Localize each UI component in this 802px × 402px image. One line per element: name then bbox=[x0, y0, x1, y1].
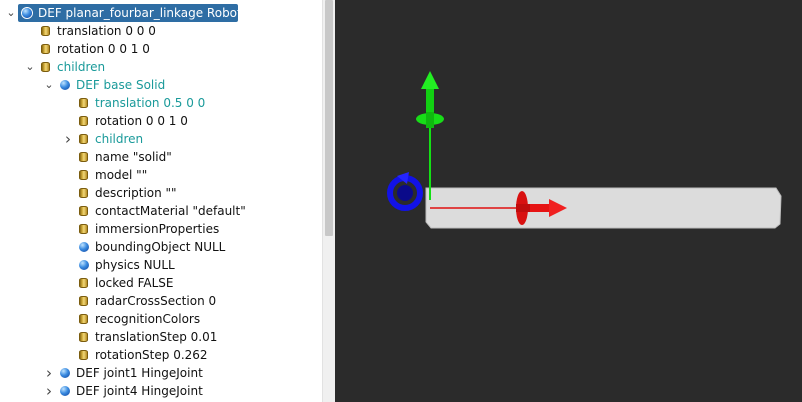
tree-row-label: rotation 0 0 1 0 bbox=[95, 114, 188, 128]
z-rotation-handle[interactable] bbox=[387, 172, 423, 211]
tree-row-label: physics NULL bbox=[95, 258, 175, 272]
tree-row[interactable]: recognitionColors bbox=[0, 310, 320, 328]
field-icon bbox=[79, 134, 88, 144]
tree-row[interactable]: rotation 0 0 1 0 bbox=[0, 40, 320, 58]
field-icon bbox=[79, 278, 88, 288]
tree-row[interactable]: physics NULL bbox=[0, 256, 320, 274]
tree-row-label: children bbox=[57, 60, 106, 74]
tree-row[interactable]: immersionProperties bbox=[0, 220, 320, 238]
scene-tree-scrollbar[interactable] bbox=[322, 0, 335, 402]
chevron-down-icon[interactable]: ⌄ bbox=[6, 6, 16, 19]
field-icon bbox=[79, 314, 88, 324]
tree-row[interactable]: rotation 0 0 1 0 bbox=[0, 112, 320, 130]
tree-row[interactable]: › DEF joint1 HingeJoint bbox=[0, 364, 320, 382]
tree-row-label: rotationStep 0.262 bbox=[95, 348, 208, 362]
tree-row-label: rotation 0 0 1 0 bbox=[57, 42, 150, 56]
field-icon bbox=[41, 44, 50, 54]
field-icon bbox=[79, 152, 88, 162]
tree-row[interactable]: › children bbox=[0, 130, 320, 148]
base-solid-box[interactable] bbox=[425, 187, 782, 229]
tree-row[interactable]: ⌄ children bbox=[0, 58, 320, 76]
tree-row[interactable]: boundingObject NULL bbox=[0, 238, 320, 256]
tree-row[interactable]: description "" bbox=[0, 184, 320, 202]
y-translation-arrow[interactable] bbox=[416, 71, 444, 128]
tree-row[interactable]: translation 0 0 0 bbox=[0, 22, 320, 40]
field-icon bbox=[41, 26, 50, 36]
viewport-scene bbox=[387, 71, 782, 229]
tree-row-label: translation 0.5 0 0 bbox=[95, 96, 206, 110]
tree-row[interactable]: radarCrossSection 0 bbox=[0, 292, 320, 310]
tree-row[interactable]: rotationStep 0.262 bbox=[0, 346, 320, 364]
node-ball-icon bbox=[22, 8, 32, 18]
tree-row[interactable]: translationStep 0.01 bbox=[0, 328, 320, 346]
tree-row-label: DEF joint1 HingeJoint bbox=[76, 366, 203, 380]
tree-row-label: children bbox=[95, 132, 144, 146]
field-icon bbox=[79, 332, 88, 342]
tree-row[interactable]: ⌄ DEF base Solid bbox=[0, 76, 320, 94]
chevron-down-icon[interactable]: ⌄ bbox=[25, 60, 35, 73]
tree-row[interactable]: locked FALSE bbox=[0, 274, 320, 292]
node-ball-icon bbox=[60, 386, 70, 396]
tree-row-label: locked FALSE bbox=[95, 276, 174, 290]
field-icon bbox=[79, 170, 88, 180]
tree-row[interactable]: model "" bbox=[0, 166, 320, 184]
tree-row[interactable]: name "solid" bbox=[0, 148, 320, 166]
field-icon bbox=[79, 188, 88, 198]
tree-row-label: name "solid" bbox=[95, 150, 172, 164]
tree-row[interactable]: translation 0.5 0 0 bbox=[0, 94, 320, 112]
x-translation-arrow[interactable] bbox=[516, 191, 567, 225]
node-ball-icon bbox=[60, 368, 70, 378]
tree-row-label: DEF planar_fourbar_linkage Robot bbox=[38, 6, 242, 20]
field-icon bbox=[79, 206, 88, 216]
chevron-down-icon[interactable]: ⌄ bbox=[44, 78, 54, 91]
tree-row-label: model "" bbox=[95, 168, 148, 182]
field-icon bbox=[79, 350, 88, 360]
field-icon bbox=[79, 296, 88, 306]
field-icon bbox=[79, 224, 88, 234]
tree-row-label: boundingObject NULL bbox=[95, 240, 226, 254]
chevron-right-icon[interactable]: › bbox=[46, 382, 52, 400]
tree-row-label: recognitionColors bbox=[95, 312, 201, 326]
scrollbar-thumb[interactable] bbox=[325, 0, 333, 236]
tree-row-label: description "" bbox=[95, 186, 177, 200]
tree-row-label: translationStep 0.01 bbox=[95, 330, 218, 344]
tree-row-label: immersionProperties bbox=[95, 222, 220, 236]
tree-row-label: translation 0 0 0 bbox=[57, 24, 156, 38]
tree-row[interactable]: contactMaterial "default" bbox=[0, 202, 320, 220]
3d-viewport[interactable] bbox=[335, 0, 802, 402]
tree-row[interactable]: ⌄ DEF planar_fourbar_linkage Robot bbox=[6, 4, 242, 22]
chevron-right-icon[interactable]: › bbox=[65, 130, 71, 148]
tree-row-label: contactMaterial "default" bbox=[95, 204, 246, 218]
chevron-right-icon[interactable]: › bbox=[46, 364, 52, 382]
tree-row-label: radarCrossSection 0 bbox=[95, 294, 217, 308]
tree-row-label: DEF base Solid bbox=[76, 78, 166, 92]
tree-row[interactable]: › DEF joint4 HingeJoint bbox=[0, 382, 320, 400]
node-ball-icon bbox=[60, 80, 70, 90]
field-icon bbox=[79, 116, 88, 126]
field-icon bbox=[79, 98, 88, 108]
tree-row-label: DEF joint4 HingeJoint bbox=[76, 384, 203, 398]
node-ball-icon bbox=[79, 242, 89, 252]
node-ball-icon bbox=[79, 260, 89, 270]
scene-tree[interactable]: ⌄ DEF planar_fourbar_linkage Robot transla… bbox=[0, 0, 322, 402]
field-icon bbox=[41, 62, 50, 72]
